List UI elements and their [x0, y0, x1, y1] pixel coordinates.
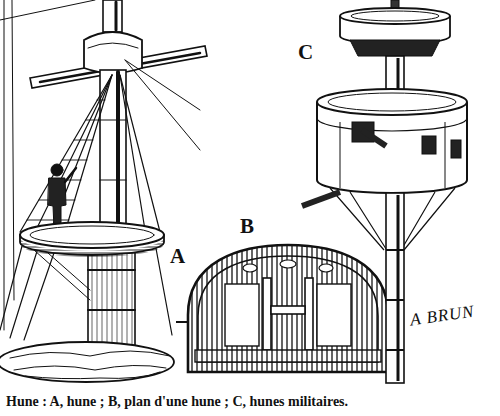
top-plan-figure: [176, 245, 400, 372]
figure-caption: Hune : A, hune ; B, plan d'une hune ; C,…: [6, 392, 348, 410]
part-letter: B: [240, 214, 254, 238]
figure-caption: Hune : A, hune ; B, plan d'une hune ; C,…: [6, 394, 348, 409]
part-letter: C: [298, 40, 313, 65]
military-tops-figure: [302, 0, 467, 383]
part-letter: C: [298, 40, 313, 64]
mast-top-figure: [0, 0, 207, 382]
artist-signature: A BRUN: [409, 302, 476, 331]
part-letter: A: [170, 244, 185, 269]
part-letter: A: [170, 244, 185, 268]
part-letter: B: [240, 214, 254, 239]
artist-signature: A BRUN: [409, 302, 476, 330]
